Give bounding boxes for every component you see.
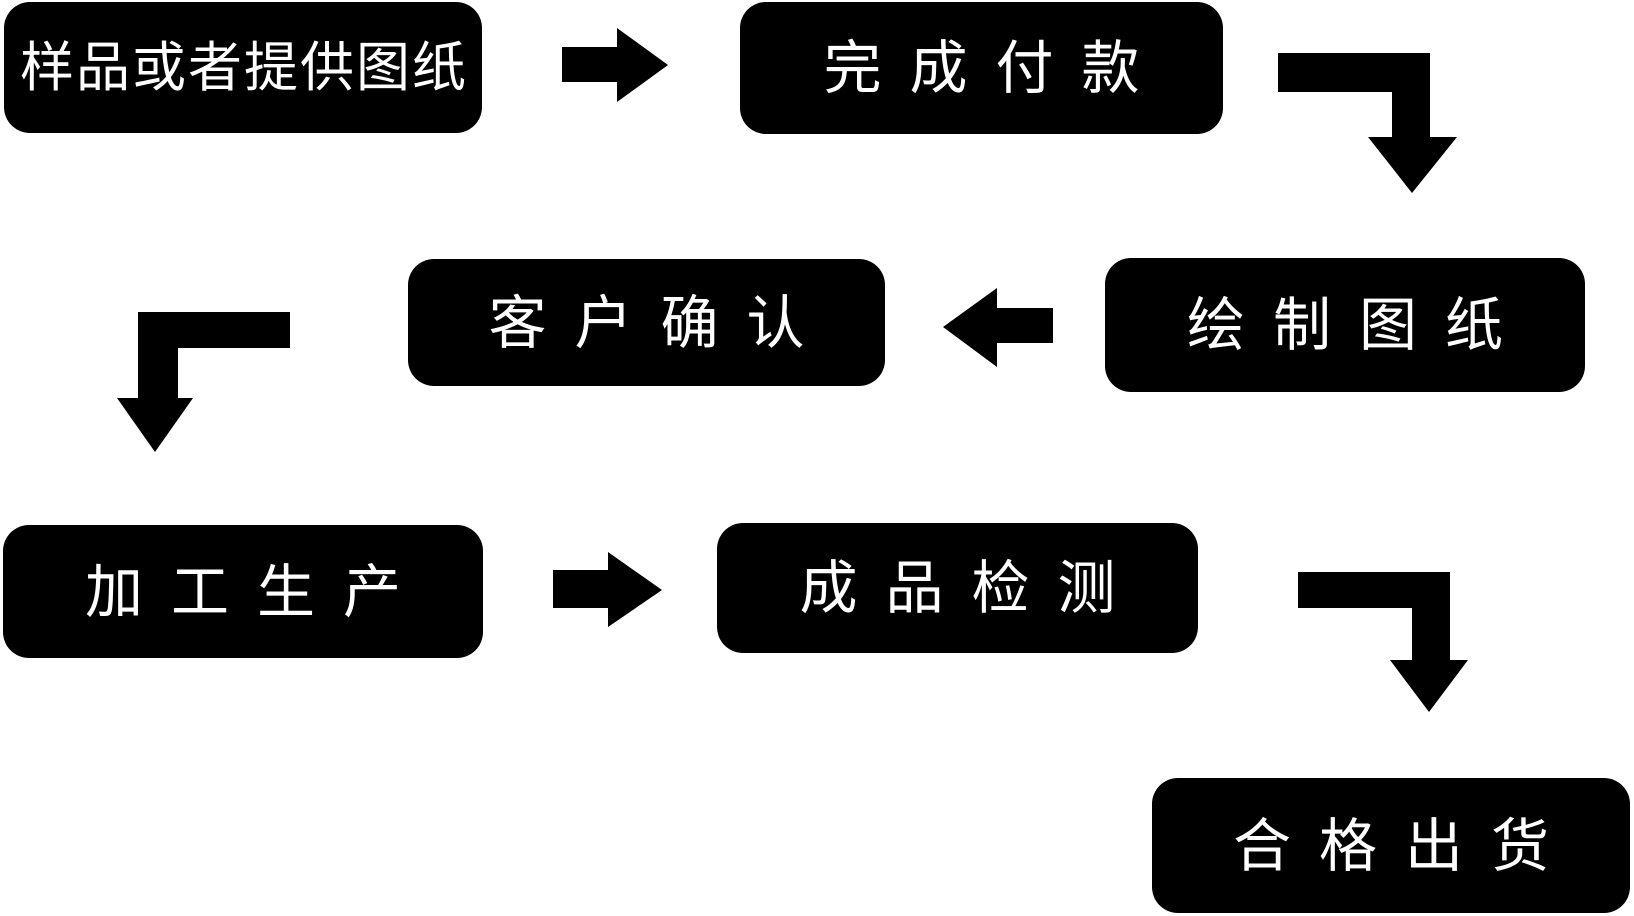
flow-node-shipment-label: 合格出货 (1232, 811, 1577, 880)
flow-node-confirm-label: 客户确认 (488, 288, 833, 357)
arrow-draw-to-confirm-left-icon (943, 288, 1053, 367)
flow-node-inspection: 成品检测 (717, 523, 1198, 653)
flow-node-draw: 绘制图纸 (1105, 258, 1585, 392)
flow-node-sample-label: 样品或者提供图纸 (20, 35, 468, 99)
flow-node-production-label: 加工生产 (84, 557, 429, 626)
flow-node-shipment: 合格出货 (1152, 778, 1630, 913)
arrow-confirm-to-production-elbow-icon (117, 312, 290, 452)
flow-node-inspection-label: 成品检测 (799, 554, 1144, 622)
flow-node-sample: 样品或者提供图纸 (4, 2, 482, 133)
arrow-payment-to-draw-elbow-icon (1278, 53, 1457, 193)
arrow-inspection-to-shipment-elbow-icon (1298, 572, 1468, 712)
flow-node-production: 加工生产 (3, 525, 483, 658)
flow-node-draw-label: 绘制图纸 (1186, 291, 1531, 359)
flow-node-payment: 完成付款 (740, 2, 1223, 134)
flow-node-confirm: 客户确认 (408, 259, 885, 386)
flow-node-payment-label: 完成付款 (823, 34, 1168, 102)
arrow-production-to-inspection-right-icon (553, 552, 662, 627)
arrow-sample-to-payment-right-icon (562, 28, 668, 102)
